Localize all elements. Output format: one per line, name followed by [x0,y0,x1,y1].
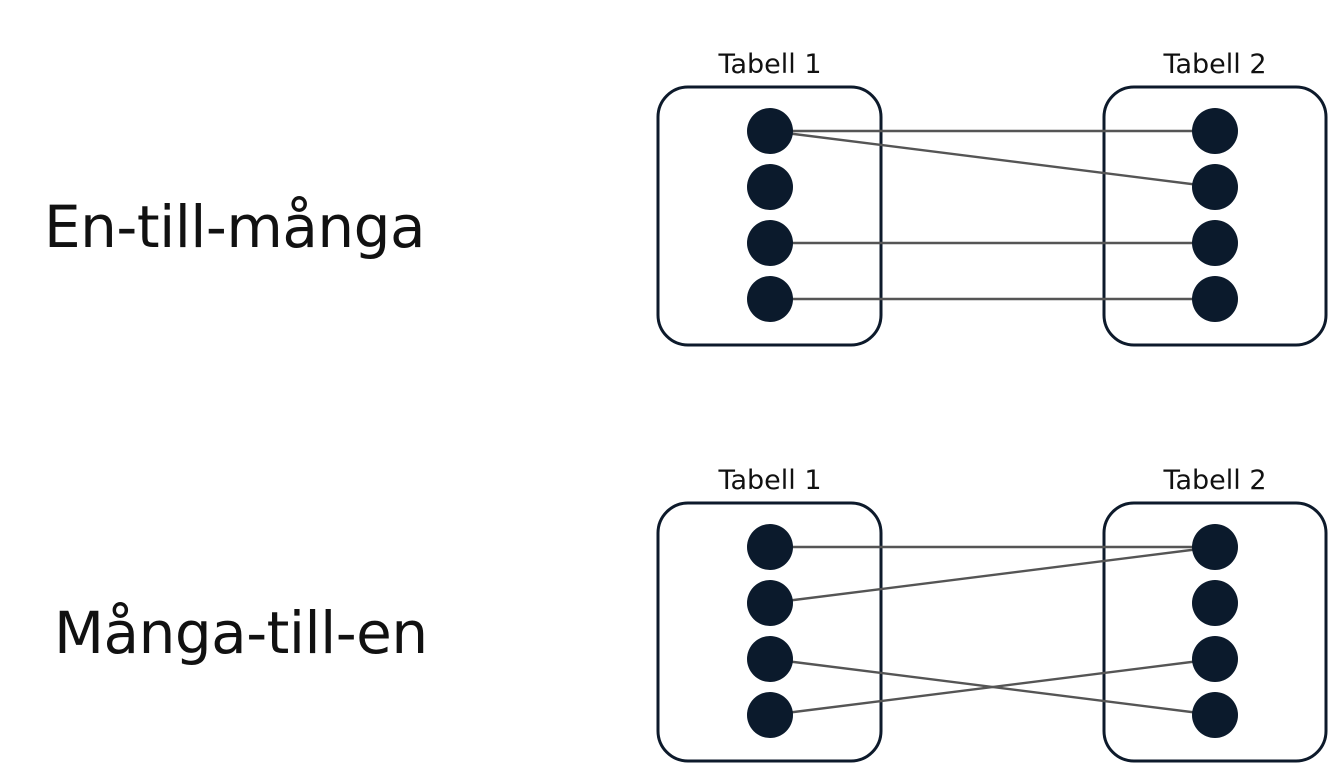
table-2-title: Tabell 2 [1162,49,1266,80]
table-1-row-node-1 [747,108,793,154]
table-2-row-node-3 [1192,636,1238,682]
diagram-one-to-many: Tabell 1 Tabell 2 [656,49,1328,347]
relation-edge-4 [769,657,1216,717]
table-2-row-node-4 [1192,276,1238,322]
table-2-title: Tabell 2 [1162,465,1266,496]
table-1-box [656,85,883,347]
node-group [747,108,1238,322]
diagram-many-to-one: Tabell 1 Tabell 2 [656,465,1328,763]
table-2-row-node-1 [1192,524,1238,570]
table-2-box [1102,501,1328,763]
edge-group [769,545,1216,717]
table-1-row-node-2 [747,580,793,626]
table-1-row-node-2 [747,164,793,210]
table-1-title: Tabell 1 [717,465,821,496]
table-1-row-node-4 [747,276,793,322]
table-1-row-node-1 [747,524,793,570]
relation-label-one-to-many: En-till-många [44,193,426,261]
table-1-box [656,501,883,763]
table-2-row-node-2 [1192,164,1238,210]
table-1-row-node-3 [747,220,793,266]
table-1-title: Tabell 1 [717,49,821,80]
table-2-row-node-3 [1192,220,1238,266]
relation-edge-2 [769,545,1216,605]
relation-edge-2 [769,129,1216,189]
table-2-row-node-1 [1192,108,1238,154]
table-1-row-node-4 [747,692,793,738]
table-2-box [1102,85,1328,347]
node-group [747,524,1238,738]
table-2-row-node-4 [1192,692,1238,738]
table-1-row-node-3 [747,636,793,682]
relation-label-many-to-one: Många-till-en [54,599,428,667]
table-2-row-node-2 [1192,580,1238,626]
edge-group [769,129,1216,301]
